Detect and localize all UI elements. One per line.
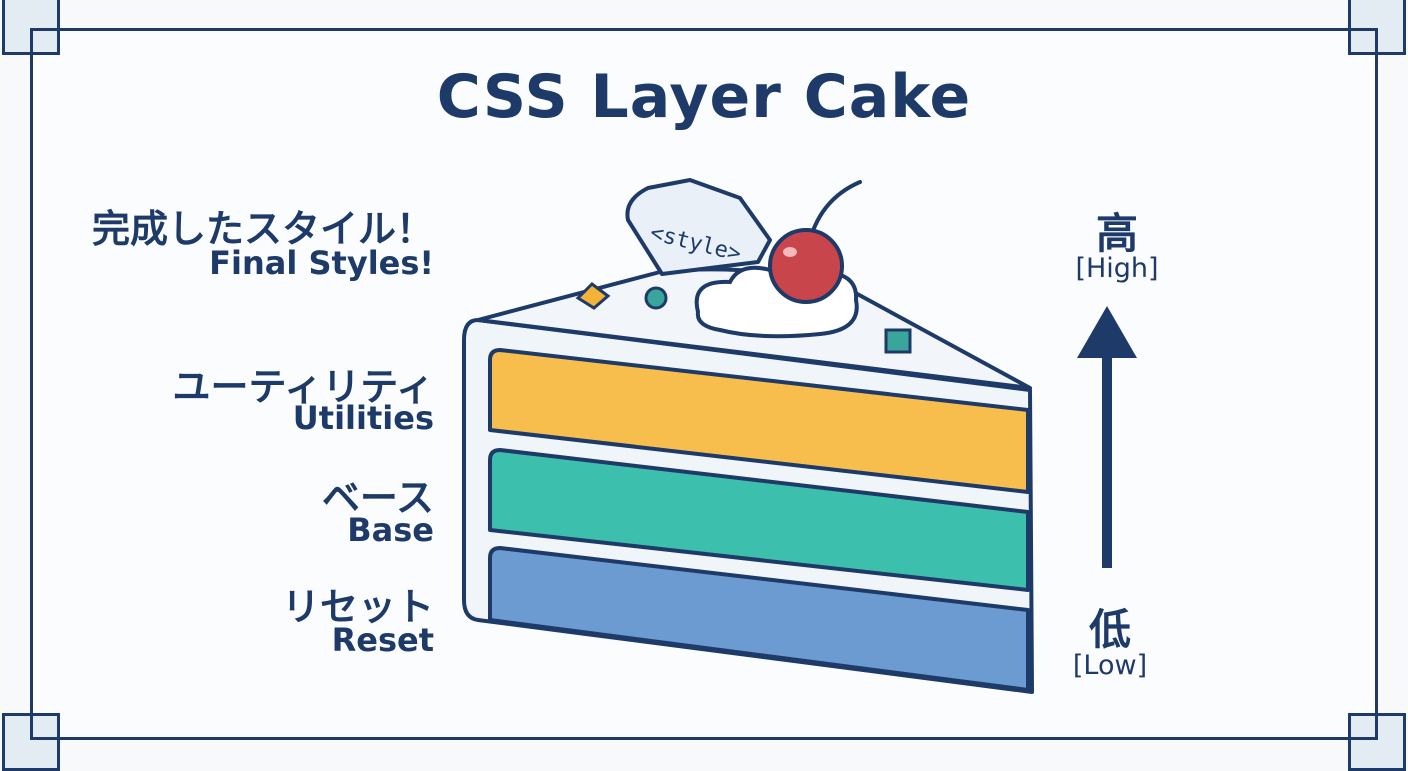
label-base-jp: ベース xyxy=(321,476,434,520)
page-title: CSS Layer Cake xyxy=(436,62,972,132)
layer-reset xyxy=(488,546,1030,692)
axis-high-jp: 高 xyxy=(1095,209,1138,258)
priority-arrow-head xyxy=(1077,306,1137,358)
sprinkle-diamond xyxy=(575,282,611,310)
label-final-jp: 完成したスタイル！ xyxy=(91,207,434,251)
sprinkle-square xyxy=(884,328,912,354)
label-final-en: Final Styles! xyxy=(209,244,434,282)
frame-overlay xyxy=(30,28,1378,740)
cherry xyxy=(768,228,844,304)
label-reset-jp: リセット xyxy=(281,585,434,629)
axis-low-en: [Low] xyxy=(1072,650,1148,681)
label-utilities-jp: ユーティリティ xyxy=(172,365,434,409)
label-reset-en: Reset xyxy=(331,621,434,659)
cherry-highlight xyxy=(783,247,797,257)
label-base-en: Base xyxy=(347,511,434,549)
label-utilities-en: Utilities xyxy=(292,399,434,437)
axis-low-jp: 低 xyxy=(1088,605,1131,654)
sprinkle-circle xyxy=(644,286,668,310)
layer-utilities xyxy=(488,348,1030,494)
style-tag-card xyxy=(625,178,772,276)
layer-base xyxy=(488,448,1030,592)
axis-high-en: [High] xyxy=(1075,253,1159,284)
